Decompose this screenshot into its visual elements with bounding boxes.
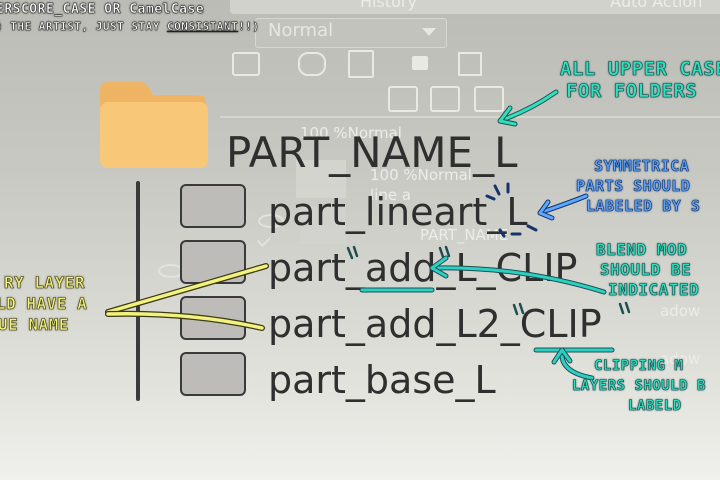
bg-layer-row-4: adow [660,302,701,320]
note-blend-modes: BLEND MOD SHOULD BE INDICATED [596,240,699,300]
bg-tool-icon-8 [474,86,504,112]
folder-icon [100,82,208,168]
note-consistent-prefix: ) THE ARTIST, JUST STAY [0,20,167,33]
note-symmetrical-line: PARTS SHOULD [576,177,691,196]
tree-line [136,181,140,401]
note-clipping-line: LAYERS SHOULD B [572,378,706,395]
bg-thumb-checker-2 [300,206,346,244]
bg-layer-row-0: 100 %Normal [300,124,402,142]
note-unique-name-line: LD HAVE A [0,294,88,314]
bg-tab-auto-action: Auto Action [610,0,703,11]
bg-tool-icon-5 [458,52,482,76]
bg-new-layer-icon [388,86,418,112]
layer-name-base: part_base_L [268,358,496,402]
note-naming-case: ERSCORE_CASE OR CamelCase [0,2,205,17]
note-unique-name-line: UE NAME [0,315,69,335]
bg-panel-divider [220,116,720,118]
note-consistent-suffix: !!) [238,20,260,33]
note-consistent: ) THE ARTIST, JUST STAY CONSISTANT!!) [0,20,260,33]
note-clipping-line: LABELD [628,398,682,415]
bg-tab-bar [230,0,720,14]
note-clipping-line: CLIPPING M [594,358,684,375]
bg-blend-mode: Normal [268,20,334,41]
note-symmetrical-line: SYMMETRICA [594,157,690,176]
bg-dropdown-arrow-icon [422,28,436,36]
layer-name-add2-clip: part_add_L2_CLIP [268,302,602,346]
bg-eye-icon [258,214,284,228]
quote-marks [346,245,631,316]
note-clipping: CLIPPING M LAYERS SHOULD B LABELD [572,356,706,416]
bg-lock-icon [412,56,428,70]
bg-new-folder-icon [430,86,460,112]
bg-tool-icon-3 [348,50,374,78]
layer-name-lineart: part_lineart_L [268,190,528,234]
note-blend-modes-line: BLEND MOD [596,240,688,260]
note-upper-case: ALL UPPER CASE FOR FOLDERS [560,58,720,103]
note-symmetrical-line: LABELED BY S [586,197,701,216]
layer-thumbnail [180,352,246,396]
emphasis-marks [485,182,538,238]
bg-layer-row-3: PART_NAME [420,226,509,244]
bg-layer-row-5: adow [660,350,701,368]
bg-tool-icon-2 [298,52,326,76]
note-unique-name: RY LAYER LD HAVE A UE NAME [0,272,87,335]
note-blend-modes-line: SHOULD BE [600,260,692,280]
bg-tab-history: History [360,0,417,11]
note-upper-case-line: ALL UPPER CASE [560,58,720,81]
bg-layer-row-1: 100 %Normal [370,166,472,184]
bg-blend-dropdown [255,18,447,48]
bg-thumb-checker-1 [296,160,346,198]
layer-name-add-clip: part_add_L_CLIP [268,246,578,290]
note-blend-modes-line: INDICATED [608,280,700,300]
layer-thumbnail [180,184,246,228]
note-unique-name-line: RY LAYER [4,273,86,293]
bg-layer-row-2: line a [370,186,412,204]
bg-tool-icon-1 [232,52,260,76]
note-consistent-emph: CONSISTANT [166,20,239,33]
note-symmetrical: SYMMETRICA PARTS SHOULD LABELED BY S [576,156,700,216]
folder-name: PART_NAME_L [226,128,518,177]
note-upper-case-line: FOR FOLDERS [566,80,698,103]
